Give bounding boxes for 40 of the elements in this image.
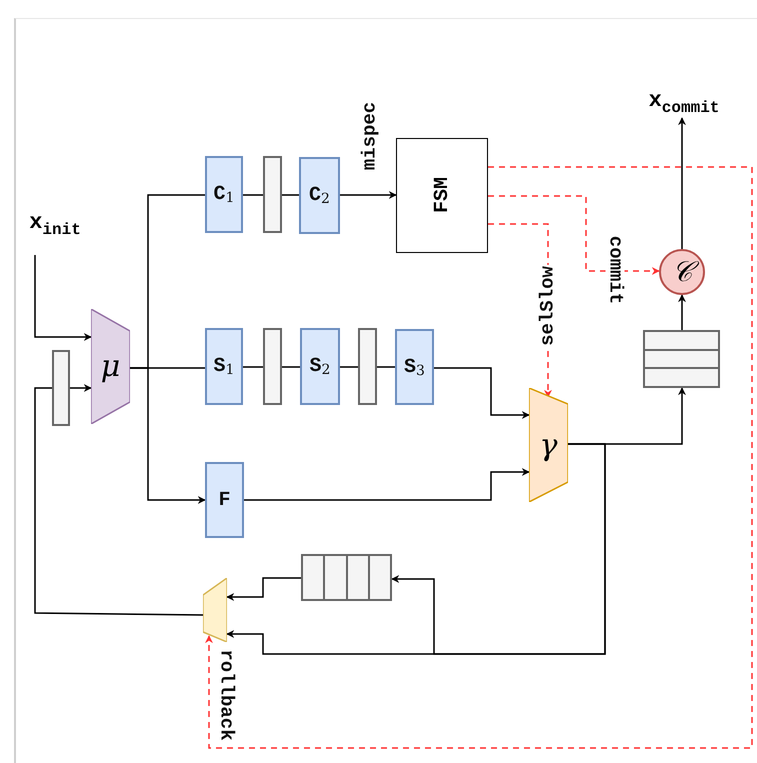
register-bar	[52, 350, 70, 426]
arrow	[488, 195, 660, 275]
register-bar	[263, 156, 282, 233]
arrow	[678, 294, 686, 330]
connector-line	[377, 366, 395, 368]
stage-block: S$_{2}$	[300, 328, 340, 405]
arrow	[130, 367, 206, 504]
connector-line	[243, 366, 263, 368]
arrow	[434, 367, 530, 419]
arrow	[226, 443, 606, 655]
multiplexer: γ	[529, 388, 568, 502]
connector-line	[243, 194, 263, 196]
stage-block: C$_{1}$	[205, 156, 243, 233]
signal-label: x$_{commit}$	[636, 88, 732, 118]
edge-label: commit	[606, 234, 624, 306]
arrow	[70, 384, 92, 392]
stage-block: S$_{3}$	[395, 329, 434, 405]
arrow	[244, 468, 530, 501]
queue-buffer	[301, 554, 392, 601]
stage-block: C$_{2}$	[299, 157, 340, 234]
arrow	[340, 191, 397, 199]
arrow	[34, 255, 92, 341]
state-machine-box: FSM	[396, 138, 488, 253]
stage-block: F	[205, 462, 244, 538]
connector-line	[282, 366, 300, 368]
register-bar	[263, 328, 282, 405]
arrow	[205, 166, 753, 749]
multiplexer: μ	[91, 309, 130, 424]
edge-label: mispec	[360, 100, 380, 172]
connector-line	[340, 366, 358, 368]
queue-buffer	[643, 330, 720, 388]
commit-circle: 𝒞	[659, 249, 705, 295]
connector-line	[34, 387, 203, 616]
connector-line	[282, 194, 299, 196]
arrow	[226, 577, 301, 601]
register-bar	[358, 328, 377, 405]
signal-label: x$_{init}$	[20, 210, 90, 255]
arrow	[678, 117, 686, 249]
stage-block: S$_{1}$	[205, 328, 243, 405]
selector-trapezoid	[203, 578, 227, 642]
